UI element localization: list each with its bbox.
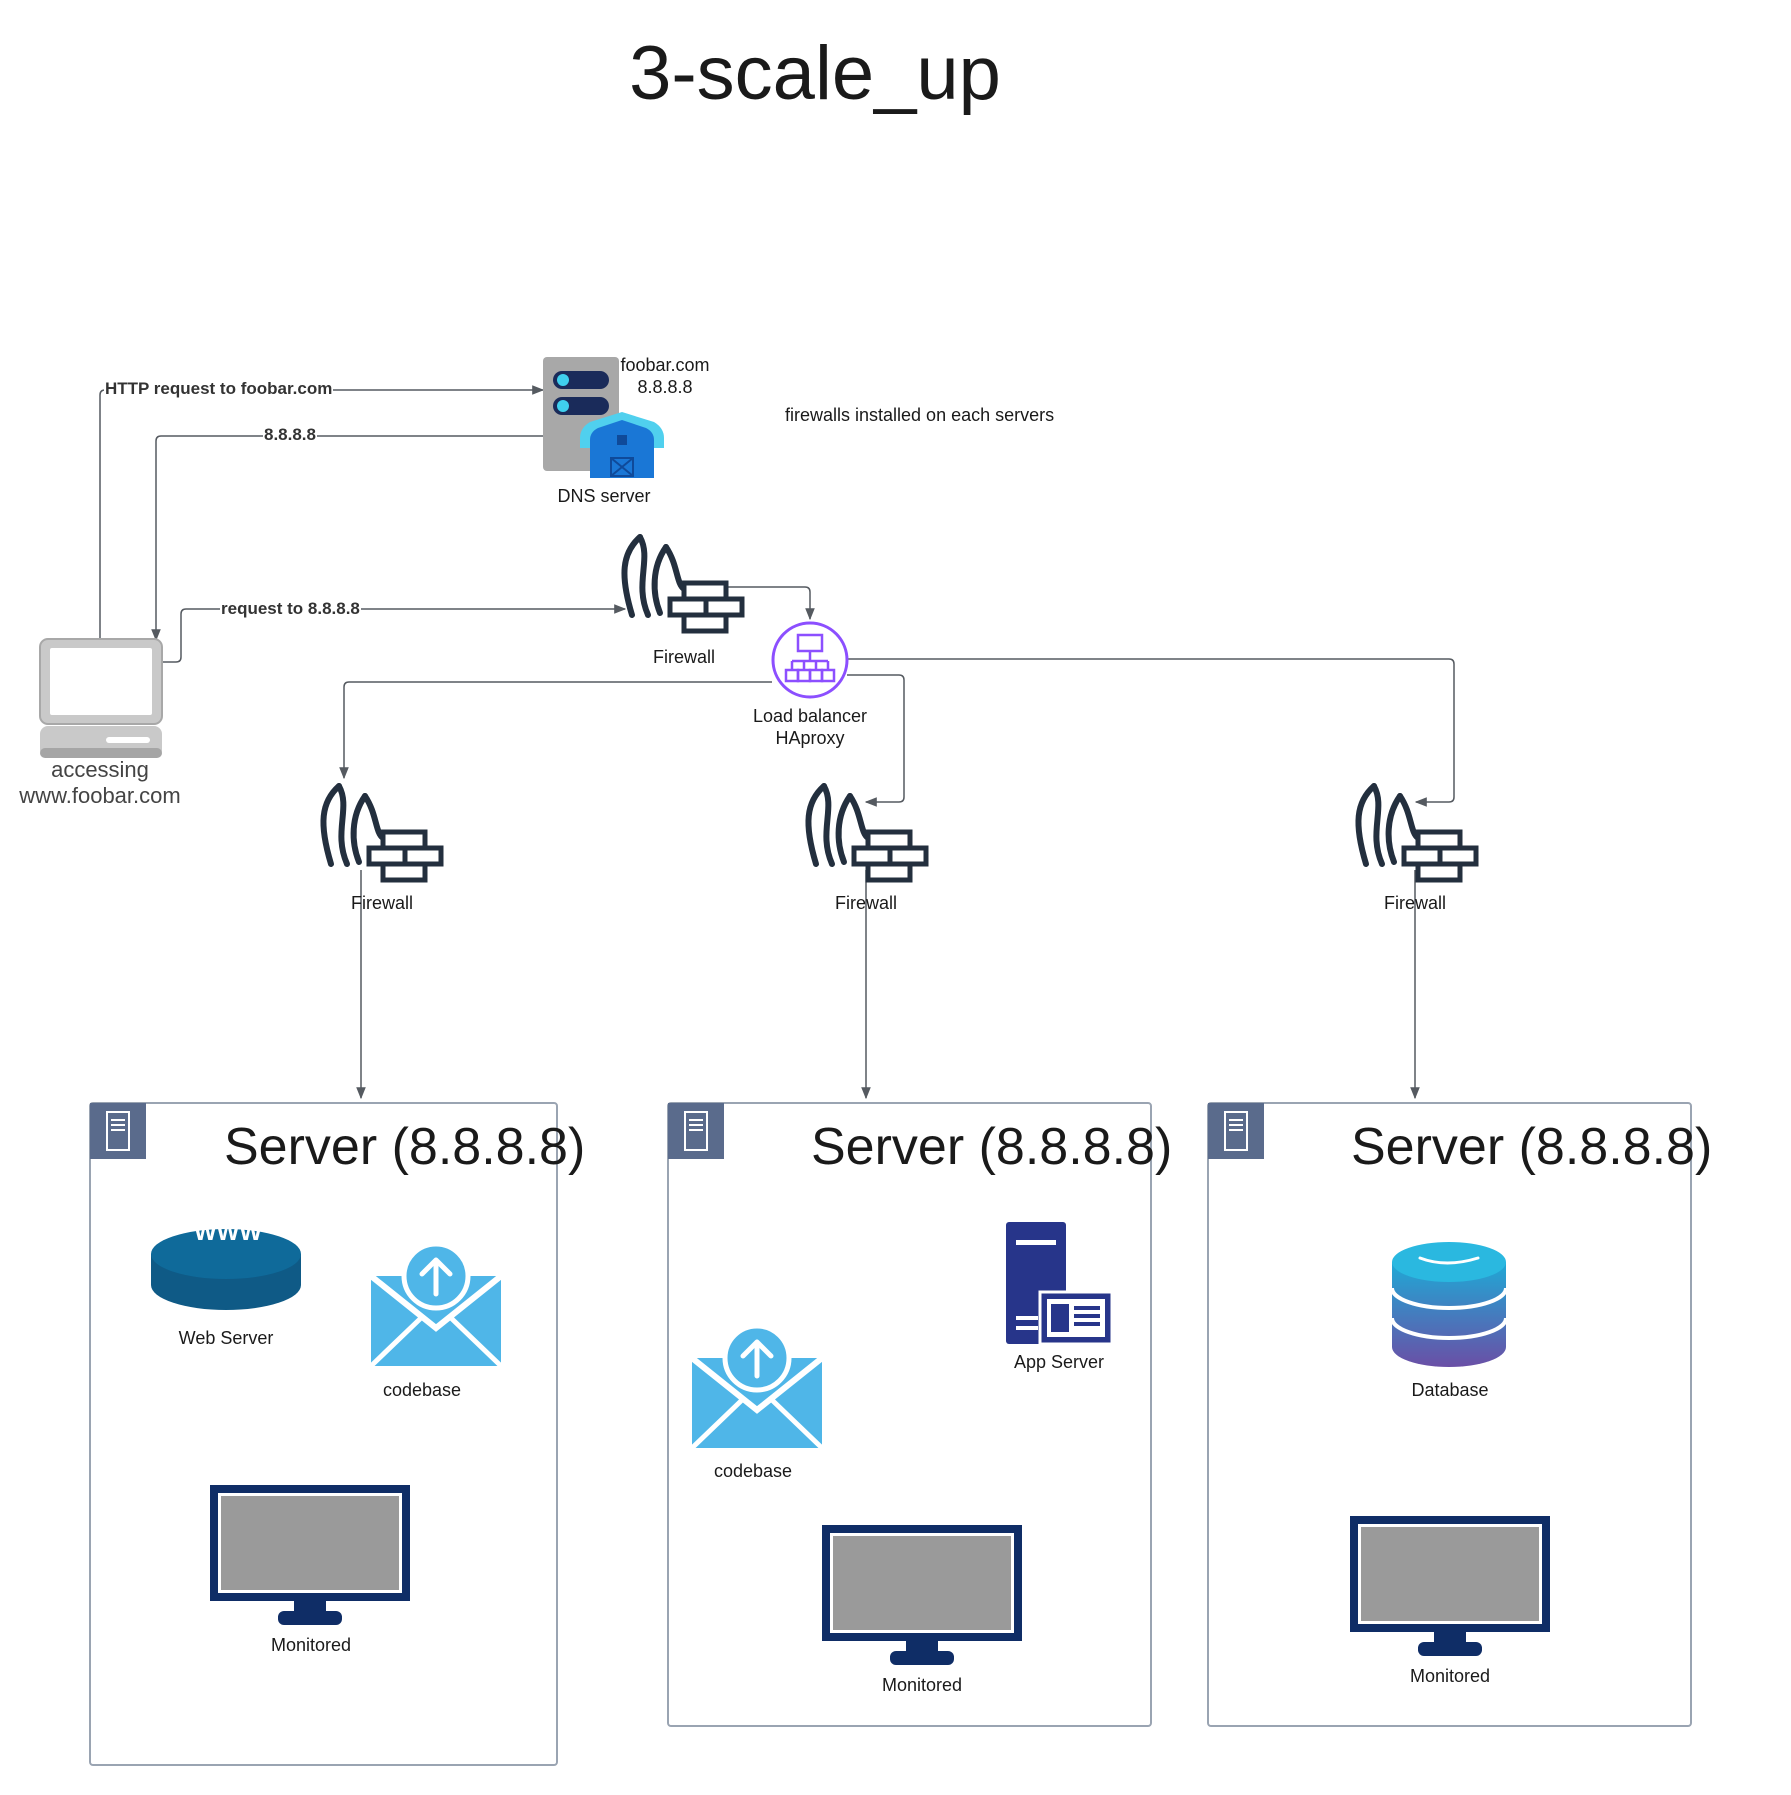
- server-box-3: [1207, 1102, 1692, 1727]
- monitor-icon-1: [210, 1485, 410, 1625]
- codebase-icon-2: [692, 1326, 822, 1448]
- dns-ip: 8.8.8.8: [637, 377, 693, 397]
- firewall-icon-3: [1358, 786, 1476, 880]
- app-server-label: App Server: [1013, 1352, 1105, 1372]
- client-label-line1: accessing: [51, 757, 149, 782]
- edge-label-request-ip: request to 8.8.8.8: [220, 599, 361, 619]
- edge-fw-to-lb: [700, 586, 815, 621]
- dns-server-label: DNS server: [557, 486, 651, 506]
- server-icon-3: [1207, 1102, 1265, 1160]
- firewall-label-3: Firewall: [1383, 893, 1447, 913]
- codebase-label-2: codebase: [713, 1461, 793, 1481]
- firewall-label-top: Firewall: [652, 647, 716, 667]
- codebase-label-1: codebase: [382, 1380, 462, 1400]
- monitored-label-3: Monitored: [1409, 1666, 1491, 1686]
- server-title-1: Server (8.8.8.8): [224, 1118, 586, 1176]
- server-title-3: Server (8.8.8.8): [1351, 1118, 1713, 1176]
- edge-lb-to-fw1: [339, 681, 772, 780]
- server-box-1: [89, 1102, 558, 1766]
- server-box-2: [667, 1102, 1152, 1727]
- firewall-label-2: Firewall: [834, 893, 898, 913]
- firewall-label-1: Firewall: [350, 893, 414, 913]
- server-title-2: Server (8.8.8.8): [811, 1118, 1173, 1176]
- edge-label-dns-reply: 8.8.8.8: [263, 425, 317, 445]
- dns-domain: foobar.com: [620, 355, 710, 375]
- web-server-label: Web Server: [178, 1328, 274, 1348]
- edge-dns-reply: [151, 435, 543, 642]
- database-icon: [1390, 1242, 1508, 1367]
- edge-label-http-request: HTTP request to foobar.com: [104, 379, 334, 399]
- dns-server-icon: [543, 357, 664, 478]
- firewall-icon-2: [808, 786, 926, 880]
- laptop-icon: [39, 638, 163, 758]
- monitored-label-1: Monitored: [270, 1635, 352, 1655]
- server-icon-1: [89, 1102, 147, 1160]
- web-server-icon: WWW: [151, 1219, 301, 1310]
- firewall-icon-1: [323, 786, 441, 880]
- app-server-icon: [1006, 1222, 1114, 1346]
- monitor-icon-3: [1350, 1516, 1550, 1656]
- edge-lb-to-fw3: [847, 658, 1455, 807]
- client-label-line2: www.foobar.com: [19, 783, 181, 808]
- server-icon-2: [667, 1102, 725, 1160]
- edge-lb-to-fw2: [847, 674, 905, 807]
- www-text: WWW: [194, 1219, 262, 1246]
- load-balancer-icon: [771, 621, 849, 699]
- load-balancer-label-line2: HAproxy: [775, 728, 845, 748]
- codebase-icon-1: [371, 1244, 501, 1366]
- note-text: firewalls installed on each servers: [785, 405, 1055, 425]
- database-label: Database: [1411, 1380, 1489, 1400]
- load-balancer-label-line1: Load balancer: [752, 706, 868, 726]
- monitor-icon-2: [822, 1525, 1022, 1665]
- page-title: 3-scale_up: [629, 31, 1001, 116]
- monitored-label-2: Monitored: [881, 1675, 963, 1695]
- firewall-icon-top: [624, 537, 742, 631]
- edge-request-ip: [161, 604, 627, 663]
